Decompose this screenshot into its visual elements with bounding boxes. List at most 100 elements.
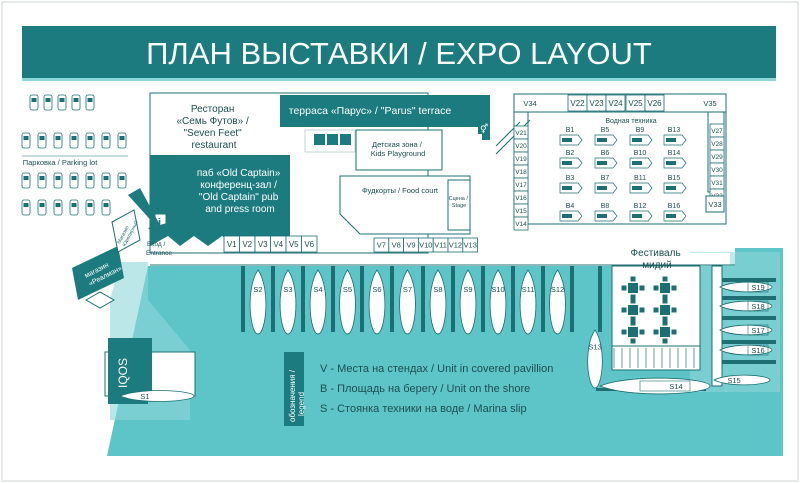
unit-B11-label: B11 (634, 175, 646, 182)
unit-V28-label: V28 (711, 141, 723, 148)
unit-B5[interactable]: B5 (594, 127, 618, 146)
unit-V13[interactable] (462, 237, 478, 253)
car-icon (21, 172, 31, 189)
water-tech-label: Водная техника (605, 118, 656, 125)
unit-B7[interactable]: B7 (594, 175, 618, 194)
car-icon (21, 199, 31, 216)
unit-V24[interactable] (605, 94, 626, 112)
unit-B12[interactable]: B12 (629, 203, 653, 222)
car-icon (85, 94, 95, 111)
car-icon (37, 172, 47, 189)
slip-S6[interactable]: S6 (368, 269, 386, 335)
unit-B15-label: B15 (668, 175, 681, 182)
restaurant-label: Ресторан «Семь Футов» / "Seven Feet" res… (176, 104, 251, 151)
car-icon (101, 172, 111, 189)
slip-S7[interactable]: S7 (399, 269, 416, 335)
unit-V24-label: V24 (608, 99, 623, 108)
unit-B5-label: B5 (601, 127, 610, 134)
stage-label: Сцена / Stage (449, 196, 470, 209)
unit-V35-label: V35 (703, 99, 716, 108)
slip-S18[interactable]: S18 (719, 300, 773, 312)
car-icon (101, 199, 111, 216)
unit-V6[interactable] (301, 235, 318, 253)
kids-label: Детская зона / Kids Playground (371, 140, 426, 158)
water-light-area (690, 252, 780, 392)
unit-B7-label: B7 (601, 175, 610, 182)
slip-S3[interactable]: S3 (279, 269, 297, 335)
slip-S9[interactable]: S9 (459, 269, 477, 335)
legend-item-s: S - Стоянка техники на воде / Marina sli… (320, 403, 527, 415)
unit-V31-label: V31 (711, 180, 723, 187)
slip-S15[interactable]: S15 (713, 374, 771, 386)
unit-B8[interactable]: B8 (594, 203, 618, 222)
unit-B2[interactable]: B2 (559, 150, 583, 169)
unit-B3-label: B3 (566, 175, 575, 182)
boat-s14: S14 (598, 377, 711, 395)
car-icon (37, 199, 47, 216)
legend-title: обозначения / legend (288, 368, 306, 422)
slip-S4[interactable]: S4 (309, 269, 327, 335)
slip-S11-label: S11 (522, 285, 535, 294)
kids-zone (355, 129, 443, 171)
slip-S8[interactable]: S8 (429, 269, 447, 335)
car-icon (69, 199, 79, 216)
unit-B4[interactable]: B4 (559, 203, 583, 222)
unit-B9[interactable]: B9 (629, 127, 653, 146)
pier-fingers (241, 266, 602, 332)
unit-V9-label: V9 (406, 241, 415, 250)
car-icon (85, 199, 95, 216)
car-icon (53, 132, 63, 149)
unit-V13-label: V13 (464, 241, 477, 250)
unit-B6[interactable]: B6 (594, 150, 618, 169)
slip-s14-label: S14 (669, 382, 682, 391)
slip-S1[interactable]: S1 (118, 390, 195, 402)
unit-B10[interactable]: B10 (629, 150, 653, 169)
slip-S5[interactable]: S5 (339, 269, 356, 335)
terrace-icons (304, 129, 356, 153)
unit-B13[interactable]: B13 (663, 127, 687, 146)
unit-B12-label: B12 (634, 203, 647, 210)
unit-B1[interactable]: B1 (559, 127, 583, 146)
unit-B11[interactable]: B11 (629, 175, 653, 194)
unit-V10-label: V10 (419, 241, 432, 250)
slip-S10[interactable]: S10 (489, 269, 507, 335)
slip-S13[interactable]: S13 (587, 329, 603, 389)
unit-B14[interactable]: B14 (663, 150, 687, 169)
slip-S2[interactable]: S2 (249, 269, 267, 335)
unit-V16-label: V16 (515, 195, 527, 202)
unit-B15[interactable]: B15 (663, 175, 687, 194)
unit-V21-label: V21 (515, 130, 527, 137)
festival-table (621, 320, 645, 344)
festival-table (621, 276, 645, 300)
slip-S11[interactable]: S11 (519, 269, 537, 335)
car-icon (101, 132, 111, 149)
car-icon (69, 172, 79, 189)
slip-s15-label: S15 (727, 376, 740, 385)
shop-realman: магазин «Реалмэн» (72, 246, 124, 300)
slip-S9-label: S9 (463, 285, 472, 294)
slip-S19[interactable]: S19 (719, 281, 773, 293)
unit-B3[interactable]: B3 (559, 175, 583, 194)
slip-S5-label: S5 (343, 285, 352, 294)
unit-V12-label: V12 (449, 241, 462, 250)
festival-label: Фестиваль мидий (631, 248, 684, 271)
festival-tables (611, 276, 701, 371)
festival-table (653, 320, 677, 344)
unit-V33[interactable] (705, 195, 725, 213)
slip-S16[interactable]: S16 (719, 344, 773, 356)
slip-S17[interactable]: S17 (719, 324, 773, 336)
unit-B16[interactable]: B16 (663, 203, 687, 222)
slip-S17-label: S17 (751, 326, 764, 335)
unit-V1-label: V1 (227, 240, 237, 249)
unit-V26[interactable] (644, 94, 665, 112)
slip-S2-label: S2 (253, 285, 262, 294)
unit-V20-label: V20 (515, 143, 527, 150)
unit-V14[interactable] (513, 216, 529, 231)
slip-S12[interactable]: S12 (549, 269, 566, 335)
pub-label: паб «Old Captain» конференц-зал / "Old C… (197, 167, 283, 215)
svg-text:⚥: ⚥ (480, 123, 488, 134)
slip-S14[interactable]: S14 (598, 377, 711, 395)
